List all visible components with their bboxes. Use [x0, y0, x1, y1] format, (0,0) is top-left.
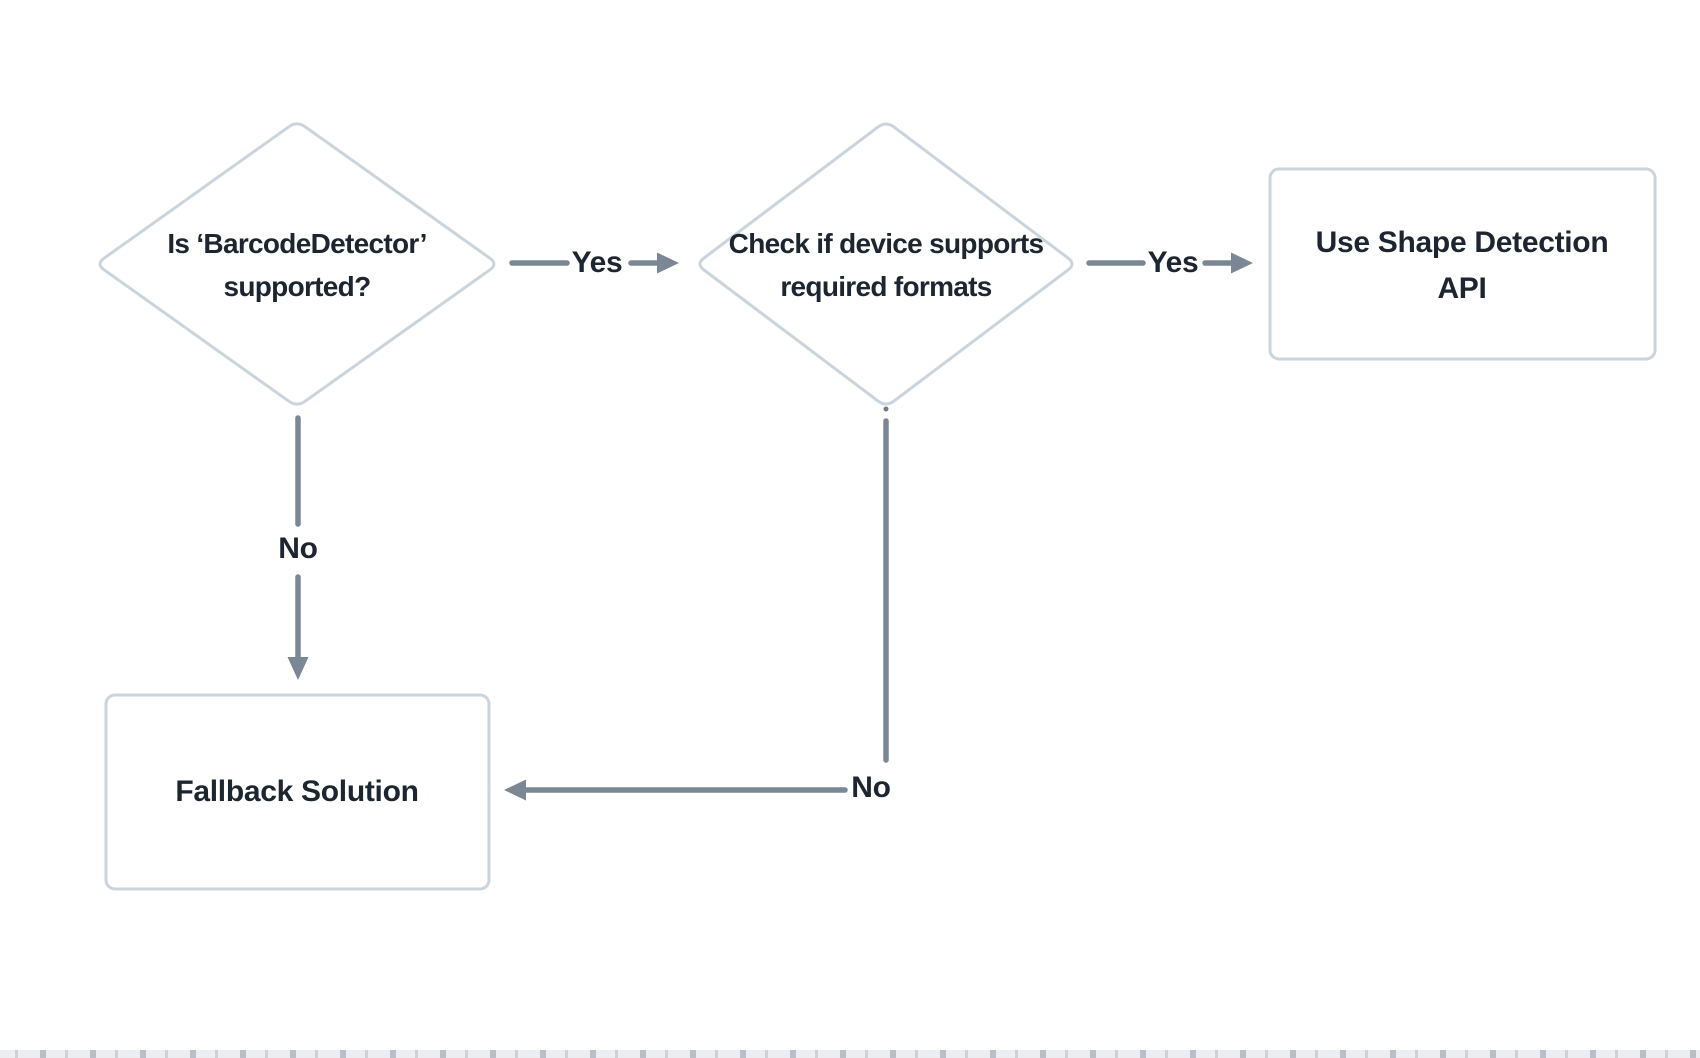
label-line: Is ‘BarcodeDetector’ [167, 228, 427, 259]
edge-no-bottom-to-fallback [504, 406, 889, 801]
connector-dot [883, 406, 889, 412]
arrowhead-down-icon [287, 657, 309, 680]
process-use-shape-detection-shape [1268, 167, 1657, 361]
process-use-shape-detection-label: Use Shape Detection API [1316, 220, 1609, 312]
label-line: supported? [223, 271, 371, 302]
bottom-ruler-strip [0, 1050, 1700, 1058]
label-line: Use Shape Detection [1315, 226, 1609, 259]
edge-yes-to-formats [509, 252, 679, 274]
label-line: API [1437, 272, 1487, 305]
edge-yes-to-formats-label: Yes [571, 246, 623, 279]
decision-formats-supported-shape [698, 122, 1074, 406]
label-line: Check if device supports [728, 228, 1044, 259]
edge-yes-to-api [1086, 252, 1253, 274]
decision-barcode-supported-shape [98, 122, 496, 406]
edge-no-to-fallback-label: No [278, 532, 318, 565]
process-fallback-solution-label: Fallback Solution [175, 775, 419, 808]
edge-no-bottom-to-fallback-label: No [851, 771, 891, 804]
arrowhead-right-icon [1231, 252, 1253, 274]
edge-no-to-fallback [287, 415, 309, 680]
decision-formats-supported-label: Check if device supports required format… [729, 222, 1044, 308]
process-fallback-solution-shape [104, 693, 491, 891]
label-line: required formats [780, 271, 992, 302]
decision-barcode-supported-label: Is ‘BarcodeDetector’ supported? [167, 222, 427, 308]
arrowhead-right-icon [657, 252, 679, 274]
arrowhead-left-icon [504, 779, 526, 801]
edge-yes-to-api-label: Yes [1147, 246, 1199, 279]
